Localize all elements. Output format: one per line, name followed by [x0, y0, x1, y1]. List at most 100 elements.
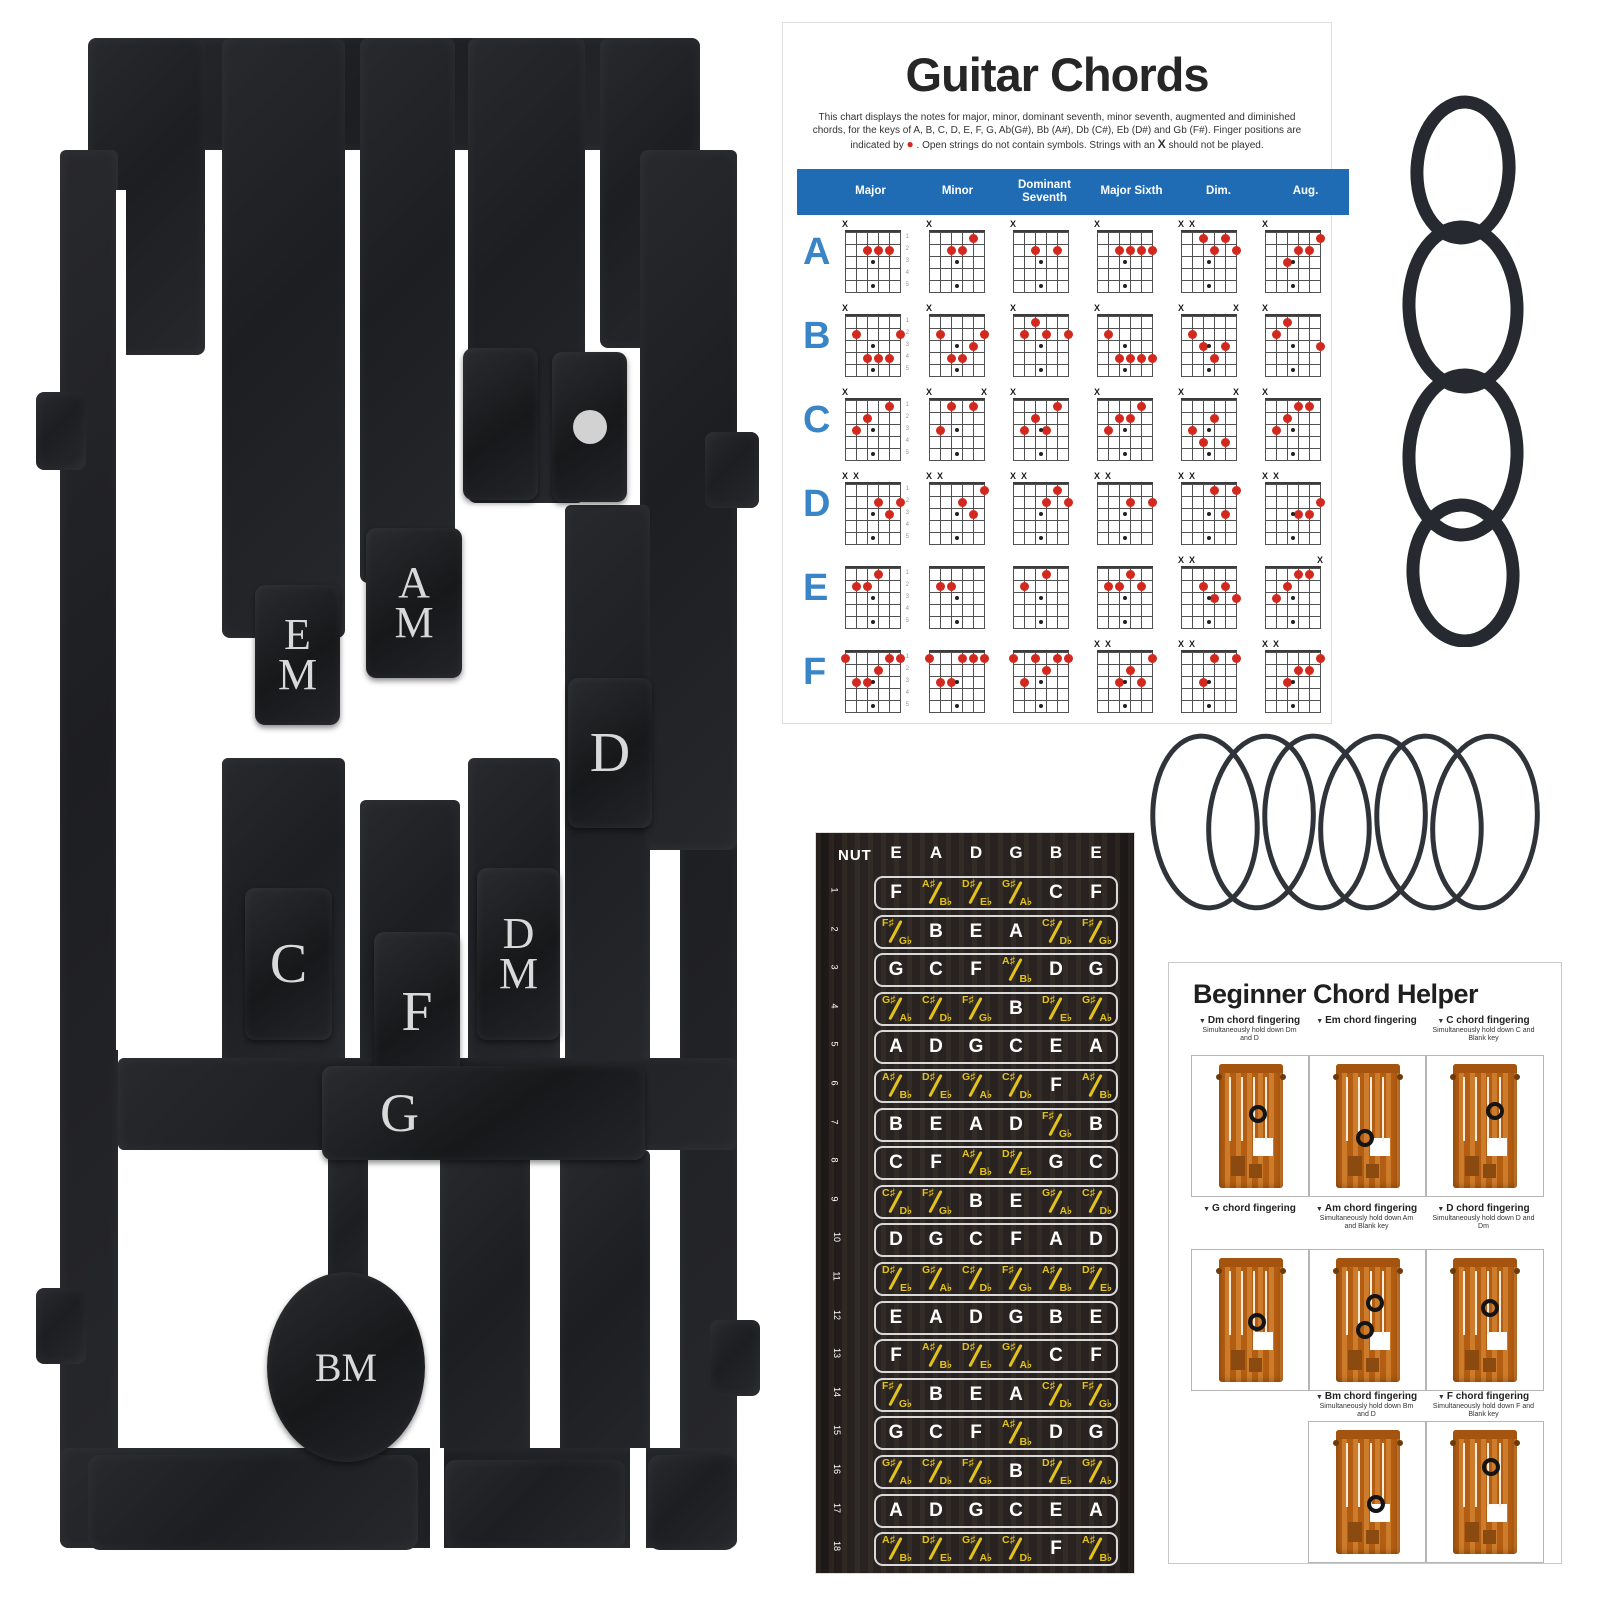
- finger-dot: [1221, 438, 1230, 447]
- device-frame-bar: [36, 392, 86, 470]
- finger-dot: [852, 678, 861, 687]
- fret-number: 4: [905, 690, 909, 696]
- fret-number: 2: [905, 498, 909, 504]
- fret-number: 5: [905, 534, 909, 540]
- muted-string-mark: X: [1273, 471, 1280, 481]
- nut-label: NUT: [838, 847, 872, 864]
- fret-marker: [870, 260, 875, 264]
- fret-marker: [870, 344, 875, 348]
- device-frame-bar: [445, 1460, 625, 1548]
- muted-string-mark: X: [1010, 387, 1017, 397]
- note-accidental: A♯B♭: [1002, 955, 1032, 986]
- fret-marker: [1290, 428, 1295, 432]
- muted-string-mark: X: [1262, 639, 1269, 649]
- finger-dot: [1137, 246, 1146, 255]
- note-accidental: F♯G♭: [962, 1457, 992, 1487]
- device-frame-bar: [440, 1150, 530, 1505]
- row-key-label: D: [803, 483, 831, 525]
- finger-dot: [1042, 330, 1051, 339]
- fret-marker: [870, 536, 875, 540]
- fret-number-label: 15: [832, 1425, 843, 1436]
- finger-dot: [1294, 570, 1303, 579]
- finger-dot: [863, 246, 872, 255]
- note-natural: B: [929, 1383, 943, 1405]
- finger-dot: [958, 498, 967, 507]
- mini-device-illustration: [1215, 1064, 1286, 1188]
- device-frame-bar: [560, 1150, 650, 1505]
- finger-dot: [936, 582, 945, 591]
- fret-number-label: 2: [829, 926, 840, 932]
- device-frame-bar: [710, 1320, 760, 1396]
- note-natural: A: [889, 1499, 903, 1521]
- finger-dot: [1031, 414, 1040, 423]
- finger-dot: [1126, 354, 1135, 363]
- finger-dot: [1031, 318, 1040, 327]
- finger-dot: [1126, 570, 1135, 579]
- finger-dot: [1305, 666, 1314, 675]
- note-natural: A: [969, 1113, 983, 1135]
- fret-marker: [954, 452, 959, 456]
- finger-dot: [852, 426, 861, 435]
- fret-marker: [1038, 452, 1043, 456]
- fret-number: 3: [905, 594, 909, 600]
- fret-marker: [1290, 680, 1295, 684]
- note-accidental: F♯G♭: [1002, 1264, 1032, 1294]
- finger-dot: [936, 426, 945, 435]
- chord-button-blank1: [463, 348, 538, 500]
- finger-dot: [1104, 330, 1113, 339]
- chord-diagram: X: [1262, 219, 1325, 295]
- chord-diagram: X: [1262, 303, 1325, 379]
- fret-number-label: 13: [832, 1348, 843, 1359]
- chord-diagram: X: [1094, 303, 1157, 379]
- rubber-band: [1206, 733, 1316, 911]
- note-accidental: F♯G♭: [882, 916, 912, 947]
- finger-dot: [1221, 342, 1230, 351]
- muted-string-mark: X: [1189, 219, 1196, 229]
- finger-dot: [1305, 570, 1314, 579]
- guitar-chords-chart: Guitar Chords This chart displays the no…: [782, 22, 1349, 724]
- fret-marker: [954, 368, 959, 372]
- fret-number-label: 11: [831, 1271, 842, 1281]
- column-header: Major Sixth: [1100, 185, 1163, 198]
- mini-device-illustration: [1332, 1258, 1403, 1382]
- chart-description-line: indicated by ● . Open strings do not con…: [850, 137, 1264, 152]
- triangle-marker: ▼: [1437, 1018, 1445, 1025]
- muted-string-mark: X: [1189, 639, 1196, 649]
- fingering-note: Simultaneously hold down Dm and D: [1202, 1027, 1297, 1043]
- muted-string-mark: X: [842, 303, 849, 313]
- finger-dot: [841, 654, 850, 663]
- finger-dot: [969, 234, 978, 243]
- note-natural: A: [1009, 1383, 1023, 1405]
- device-frame-bar: [648, 1455, 737, 1550]
- silicone-ring-chain: [1402, 95, 1524, 647]
- finger-dot: [1126, 498, 1135, 507]
- chord-diagram: X: [1094, 219, 1157, 295]
- ring-marker: [1249, 1104, 1268, 1123]
- finger-dot: [1115, 354, 1124, 363]
- note-natural: D: [1009, 1113, 1023, 1135]
- device-frame-bar: [88, 1455, 418, 1550]
- muted-string-mark: X: [1233, 387, 1240, 397]
- note-natural: F: [930, 1152, 942, 1174]
- fret-number: 3: [905, 342, 909, 348]
- device-frame-bar: [60, 150, 118, 1500]
- column-header: Major: [855, 185, 886, 198]
- chord-button-bm: BM: [267, 1272, 425, 1462]
- finger-dot: [885, 654, 894, 663]
- fret-marker: [1206, 596, 1211, 600]
- note-natural: E: [969, 920, 983, 942]
- finger-dot: [1199, 342, 1208, 351]
- device-frame-bar: [36, 1288, 86, 1364]
- finger-dot: [1148, 354, 1157, 363]
- finger-dot: [1316, 342, 1325, 351]
